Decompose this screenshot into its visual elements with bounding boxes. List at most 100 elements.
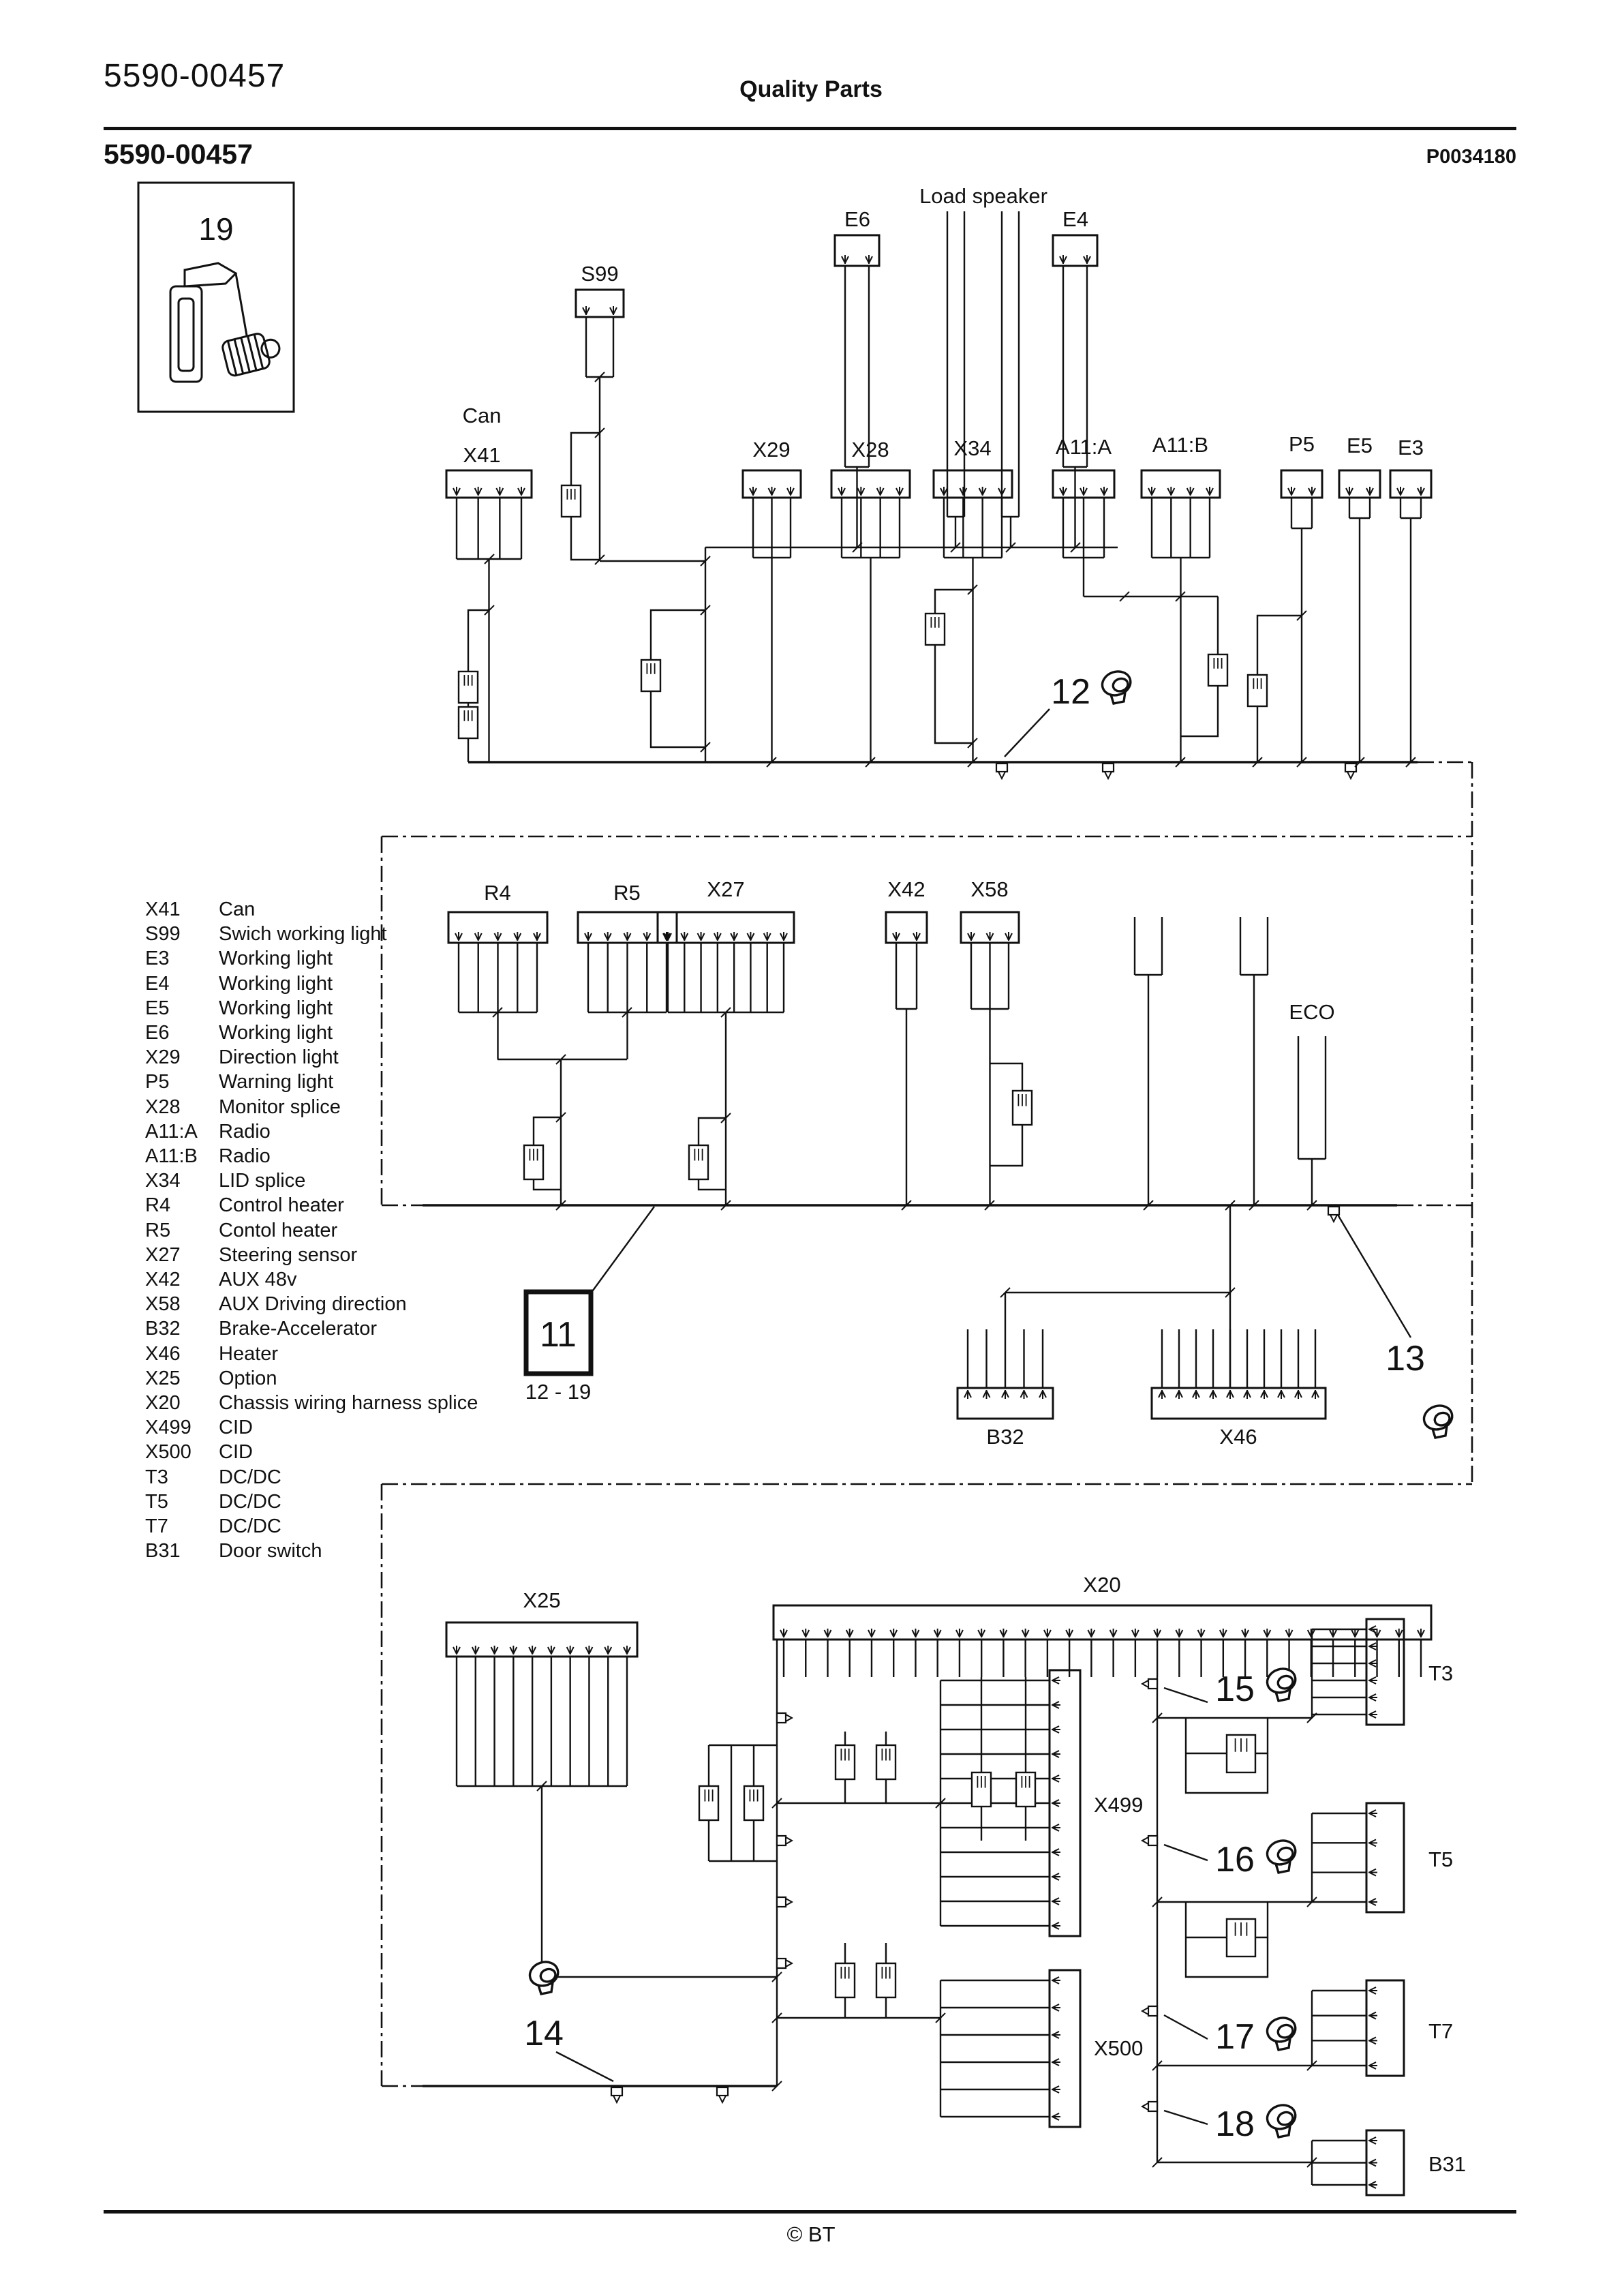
pin-icon [1368,1625,1377,1633]
pin-icon [1394,1629,1403,1637]
legend-code: X20 [145,1392,181,1415]
connector-x20 [772,1604,1433,1677]
pin-icon [584,932,592,941]
label-x499: X499 [1094,1793,1143,1817]
pin-icon [1294,1390,1302,1399]
legend-desc: Working light [219,997,333,1019]
connector-wires [1150,498,1211,762]
legend-desc: Direction light [219,1046,339,1069]
pin-icon [1052,1725,1060,1734]
legend-code: E6 [145,1022,170,1044]
pin-icon [643,932,652,941]
label-e3: E3 [1398,436,1424,459]
pin-icon [1100,487,1108,496]
fuse-splice-icon [457,706,479,740]
label-x42: X42 [887,877,925,901]
pin-icon [1263,1629,1272,1637]
label-b31: B31 [1428,2152,1466,2176]
fuse-splice-icon [457,670,479,704]
pin-icon [1368,1676,1377,1685]
pin-icon [801,1629,810,1637]
legend-code: X46 [145,1342,181,1365]
pin-icon [868,1629,876,1637]
legend-code: X25 [145,1367,181,1389]
connector-r4 [447,911,549,1059]
connector-t7 [1311,1979,1405,2077]
legend-code: A11:B [145,1145,198,1168]
stud-terminal-icon [776,1834,794,1847]
stud-terminal-icon [776,1957,794,1969]
legend-code: B31 [145,1540,181,1562]
pin-icon [1052,1976,1060,1984]
legend-desc: Option [219,1367,277,1389]
pin-icon [1243,1390,1251,1399]
pin-icon [493,932,502,941]
harness-bus-lines [423,761,1418,2087]
legend-code: S99 [145,923,181,946]
fuse-splice-icon [698,1785,720,1822]
legend-code: X42 [145,1269,181,1291]
label-eco: ECO [1289,1000,1334,1024]
legend-desc: Chassis wiring harness splice [219,1392,478,1415]
pin-icon [999,1629,1008,1637]
pin-icon [471,1646,480,1655]
pin-icon [1052,2004,1060,2012]
pin-icon [889,1629,898,1637]
connector-wires [844,266,870,547]
pin-icon [1368,2136,1377,2145]
connector-x41 [445,469,533,762]
fuse-splice-icon [688,1144,709,1181]
label-p5: P5 [1289,432,1315,456]
header-rule [104,127,1516,130]
stud-terminal-icon [776,1896,794,1908]
pin-icon [1368,2181,1377,2189]
footer-copyright: © BT [786,2222,836,2246]
wiring-top [467,211,1302,762]
document-number: 5590-00457 [104,138,253,170]
callout-15: 15 [1215,1670,1255,1709]
pin-icon [1277,1390,1285,1399]
legend-desc: AUX Driving direction [219,1293,407,1316]
label-x25: X25 [523,1588,560,1612]
clamp-icon [1420,1401,1457,1439]
pin-icon [1368,1898,1377,1906]
pin-icon [1368,1839,1377,1847]
label-t3: T3 [1428,1661,1453,1685]
legend-desc: Working light [219,948,333,970]
pin-icon [1368,1987,1377,1995]
stud-terminal-icon [1140,2100,1159,2113]
pin-icon [582,306,590,315]
fuse-splice-icon [1207,653,1229,687]
connector-x34 [932,469,1013,762]
pin-icon [1005,932,1013,941]
pin-icon [1308,487,1316,496]
pin-icon [517,487,525,496]
pin-icon [1368,1710,1377,1719]
legend-desc: CID [219,1441,253,1464]
connector-wires [585,317,615,561]
pin-icon [1109,1629,1118,1637]
legend-desc: Steering sensor [219,1243,358,1266]
pin-icon [1219,1629,1227,1637]
pin-icon [1368,2158,1377,2167]
label-x41: X41 [463,443,500,467]
connector-t3 [1311,1618,1405,1726]
pin-icon [453,1646,461,1655]
label-x58: X58 [970,877,1008,901]
legend-desc: DC/DC [219,1466,281,1488]
label-r5: R5 [613,881,641,905]
callout-13: 13 [1386,1339,1425,1378]
legend-desc: Radio [219,1120,271,1143]
stud-terminal-icon [1140,2005,1159,2017]
pin-icon [609,306,617,315]
connector-x58 [960,911,1020,1205]
